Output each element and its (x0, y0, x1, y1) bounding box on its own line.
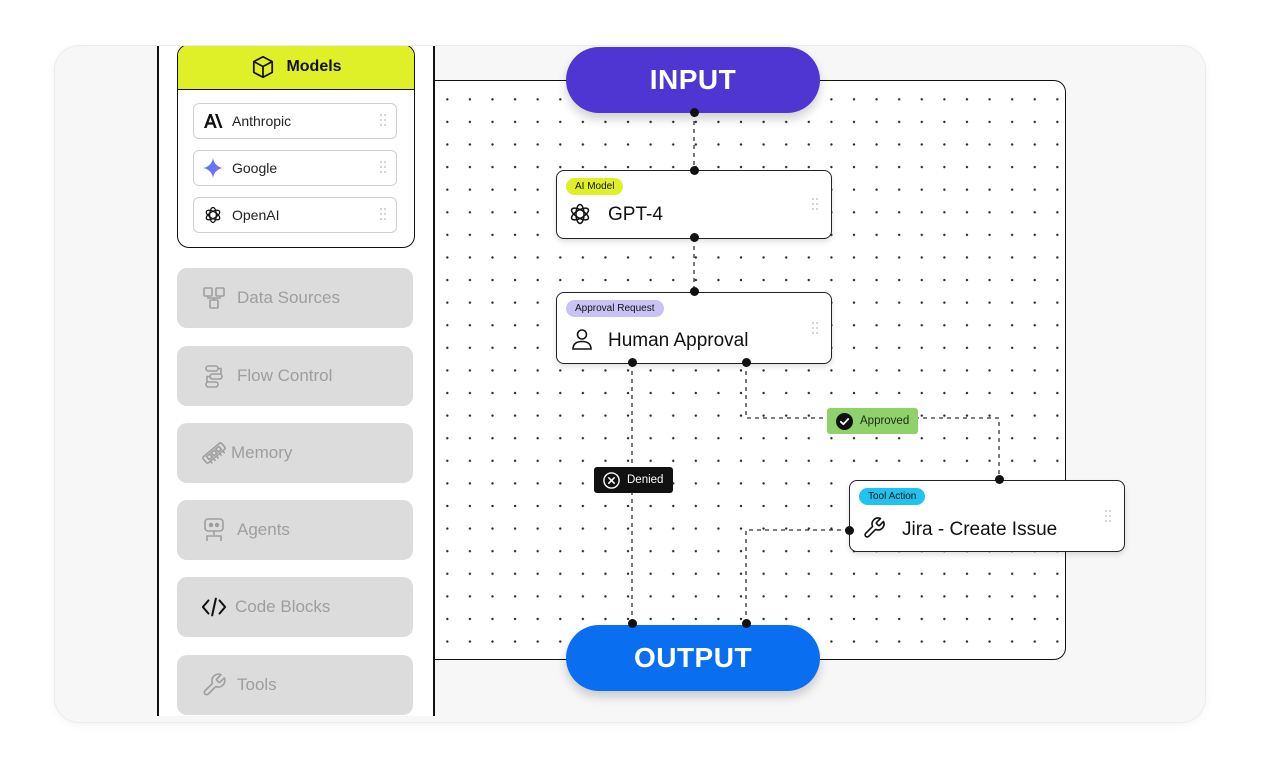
model-item-openai[interactable]: OpenAI (193, 197, 397, 233)
approval-denied-port[interactable] (628, 358, 637, 367)
jira-input-port[interactable] (995, 475, 1004, 484)
category-flow-control[interactable]: Flow Control (177, 346, 413, 406)
input-label: INPUT (649, 64, 737, 95)
category-label: Data Sources (237, 288, 340, 307)
output-port-jira[interactable] (742, 619, 751, 628)
model-item-label: OpenAI (232, 207, 280, 223)
node-jira-create-issue[interactable]: Tool Action Jira - Create Issue (849, 480, 1125, 552)
category-label: Agents (237, 520, 290, 539)
category-label: Tools (237, 675, 277, 694)
wrench-icon (201, 672, 227, 698)
models-header[interactable]: Models (178, 46, 414, 90)
node-tag: Tool Action (859, 488, 926, 505)
robot-icon (201, 517, 227, 543)
memory-icon (201, 440, 227, 466)
node-human-approval[interactable]: Approval Request Human Approval (556, 292, 832, 364)
approval-input-port[interactable] (690, 287, 699, 296)
person-icon (570, 327, 594, 351)
openai-logo-icon (202, 204, 224, 226)
denied-badge-label: Denied (627, 474, 664, 486)
category-code-blocks[interactable]: Code Blocks (177, 577, 413, 637)
drag-handle-icon[interactable] (380, 114, 388, 128)
model-item-label: Google (232, 160, 278, 176)
code-icon (201, 594, 227, 620)
drag-handle-icon[interactable] (1105, 510, 1113, 524)
category-agents[interactable]: Agents (177, 500, 413, 560)
input-port[interactable] (690, 108, 699, 117)
denied-badge: Denied (594, 467, 673, 493)
category-data-sources[interactable]: Data Sources (177, 268, 413, 328)
drag-handle-icon[interactable] (380, 161, 388, 175)
node-title: Jira - Create Issue (902, 519, 1058, 540)
node-title: Human Approval (608, 330, 749, 351)
jira-output-port[interactable] (845, 526, 854, 535)
model-item-label: Anthropic (232, 113, 292, 129)
approved-badge-label: Approved (860, 415, 910, 427)
output-label: OUTPUT (633, 642, 753, 673)
node-title: GPT-4 (608, 204, 663, 225)
drag-handle-icon[interactable] (812, 198, 820, 212)
category-label: Memory (231, 443, 293, 462)
flow-canvas[interactable] (431, 80, 1066, 660)
model-item-google[interactable]: Google (193, 150, 397, 186)
node-gpt-4[interactable]: AI Model GPT-4 (556, 170, 832, 239)
component-sidebar: Models Anthropic Google (157, 46, 435, 716)
anthropic-logo-icon (202, 110, 224, 132)
output-node[interactable]: OUTPUT (566, 625, 820, 691)
models-header-label: Models (286, 58, 342, 75)
flow-control-icon (201, 363, 227, 389)
node-tag: Approval Request (566, 300, 664, 317)
drag-handle-icon[interactable] (812, 322, 820, 336)
gpt-4-output-port[interactable] (690, 233, 699, 242)
openai-logo-icon (568, 202, 592, 226)
close-circle-icon (603, 471, 620, 489)
category-memory[interactable]: Memory (177, 423, 413, 483)
approval-approved-port[interactable] (742, 358, 751, 367)
model-item-anthropic[interactable]: Anthropic (193, 103, 397, 139)
output-port-denied[interactable] (628, 619, 637, 628)
gpt-4-input-port[interactable] (690, 166, 699, 175)
input-node[interactable]: INPUT (566, 47, 820, 113)
google-gemini-icon (202, 157, 224, 179)
models-panel: Models Anthropic Google (177, 46, 415, 248)
category-label: Flow Control (237, 366, 333, 385)
node-tag: AI Model (566, 178, 624, 195)
category-tools[interactable]: Tools (177, 655, 413, 715)
check-circle-icon (836, 412, 853, 430)
cube-icon (250, 54, 276, 80)
data-sources-icon (201, 285, 227, 311)
category-label: Code Blocks (235, 597, 331, 616)
wrench-icon (862, 516, 886, 540)
drag-handle-icon[interactable] (380, 208, 388, 222)
approved-badge: Approved (827, 408, 918, 434)
